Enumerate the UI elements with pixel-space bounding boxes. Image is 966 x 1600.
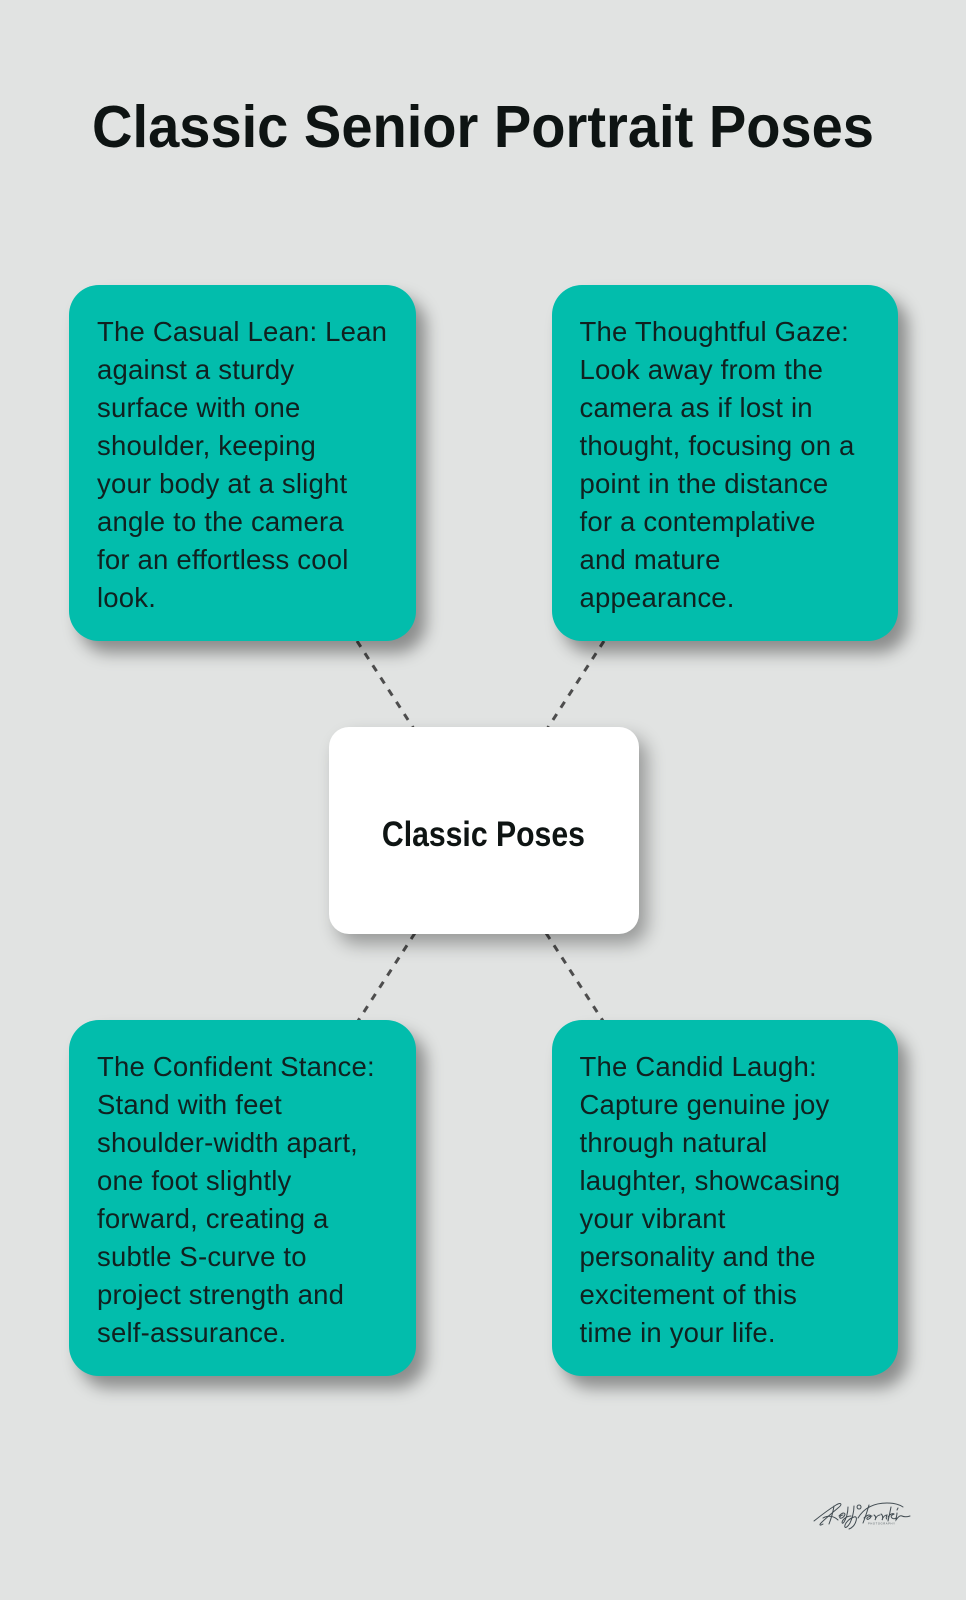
svg-text:PHOTOGRAPHY: PHOTOGRAPHY <box>868 1522 895 1526</box>
